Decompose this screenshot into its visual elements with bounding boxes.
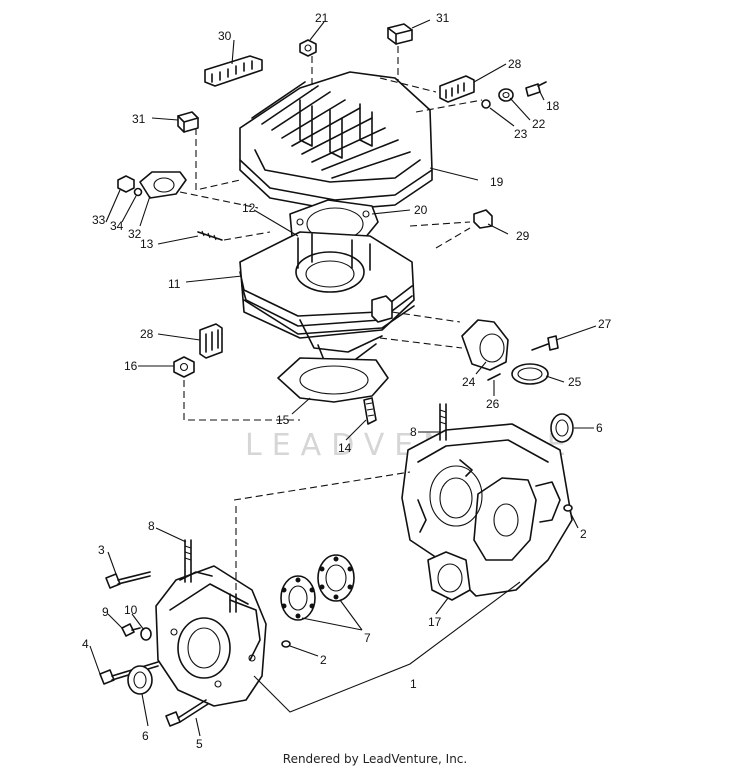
cap-29	[473, 209, 493, 229]
callout-12: 12	[242, 201, 256, 215]
callout-30: 30	[218, 29, 232, 43]
callout-28-lower: 28	[140, 327, 154, 341]
callout-8-right: 8	[410, 425, 417, 439]
callout-32: 32	[128, 227, 142, 241]
washer-23	[481, 99, 491, 109]
base-gasket-15	[277, 357, 389, 403]
oil-seal-6-right	[550, 413, 574, 443]
callout-17: 17	[428, 615, 442, 629]
bearing-7-b	[317, 554, 355, 602]
screw-26	[487, 373, 501, 381]
flange-gasket-32	[139, 171, 187, 199]
washer-10	[140, 627, 152, 641]
dowel-pin-2-right	[563, 504, 573, 512]
stud-8-left	[184, 539, 237, 613]
washer-34	[133, 187, 143, 197]
callout-19: 19	[490, 175, 504, 189]
cap-28-lower	[199, 323, 223, 359]
callout-23: 23	[514, 127, 528, 141]
washer-22	[498, 88, 514, 102]
callout-3: 3	[98, 543, 105, 557]
cap-28-top	[439, 75, 475, 103]
callout-16: 16	[124, 359, 138, 373]
callout-7: 7	[364, 631, 371, 645]
bolt-27	[531, 335, 559, 351]
callout-4: 4	[82, 637, 89, 651]
nut-21	[299, 39, 317, 57]
callout-28-top: 28	[508, 57, 522, 71]
callout-15: 15	[276, 413, 290, 427]
crankcase-right	[401, 423, 573, 597]
footer-credit: Rendered by LeadVenture, Inc.	[282, 752, 468, 766]
callout-29: 29	[516, 229, 530, 243]
callout-26: 26	[486, 397, 500, 411]
callout-33: 33	[92, 213, 106, 227]
cap-31-left	[177, 111, 199, 133]
callout-24: 24	[462, 375, 476, 389]
bolt-5	[165, 699, 209, 727]
dowel-pin-2-left	[281, 640, 291, 648]
cap-31-top	[387, 23, 413, 45]
callout-1: 1	[410, 677, 417, 691]
callout-6-right: 6	[596, 421, 603, 435]
stud-13	[197, 230, 223, 241]
callout-34: 34	[110, 219, 124, 233]
clamp-25	[511, 363, 549, 385]
callout-31-left: 31	[132, 112, 146, 126]
callout-11: 11	[168, 277, 181, 291]
callout-27: 27	[598, 317, 612, 331]
callout-22: 22	[532, 117, 546, 131]
callout-10: 10	[124, 603, 138, 617]
crankcase-left	[155, 565, 267, 707]
nut-33	[117, 175, 135, 193]
reed-valve-14	[363, 397, 377, 425]
callout-9: 9	[102, 605, 109, 619]
bolt-3	[105, 571, 151, 589]
callout-18: 18	[546, 99, 560, 113]
callout-25: 25	[568, 375, 582, 389]
alignment-lines	[179, 46, 483, 594]
callout-20: 20	[414, 203, 428, 217]
callout-5: 5	[196, 737, 203, 751]
callout-2-right: 2	[580, 527, 587, 541]
callout-14: 14	[338, 441, 352, 455]
cylinder-head	[239, 71, 433, 211]
cap-30	[204, 55, 263, 87]
nut-16	[173, 356, 195, 378]
intake-manifold-24	[461, 319, 509, 371]
callout-labels: 21 30 31 28 18 31 22 23 19 20 12 33 34 3…	[82, 11, 612, 751]
gasket-17	[427, 551, 471, 601]
bolt-9	[121, 623, 141, 637]
callout-31-top: 31	[436, 11, 450, 25]
cylinder	[239, 231, 415, 363]
callout-2-left: 2	[320, 653, 327, 667]
callout-8-left: 8	[148, 519, 155, 533]
callout-13: 13	[140, 237, 154, 251]
callout-6-left: 6	[142, 729, 149, 743]
callout-21: 21	[315, 11, 329, 25]
bolt-18	[525, 81, 547, 97]
stud-8-right	[439, 403, 447, 441]
bearing-7-a	[280, 575, 316, 621]
leader-lines	[89, 19, 597, 737]
oil-seal-6-left	[127, 665, 153, 695]
